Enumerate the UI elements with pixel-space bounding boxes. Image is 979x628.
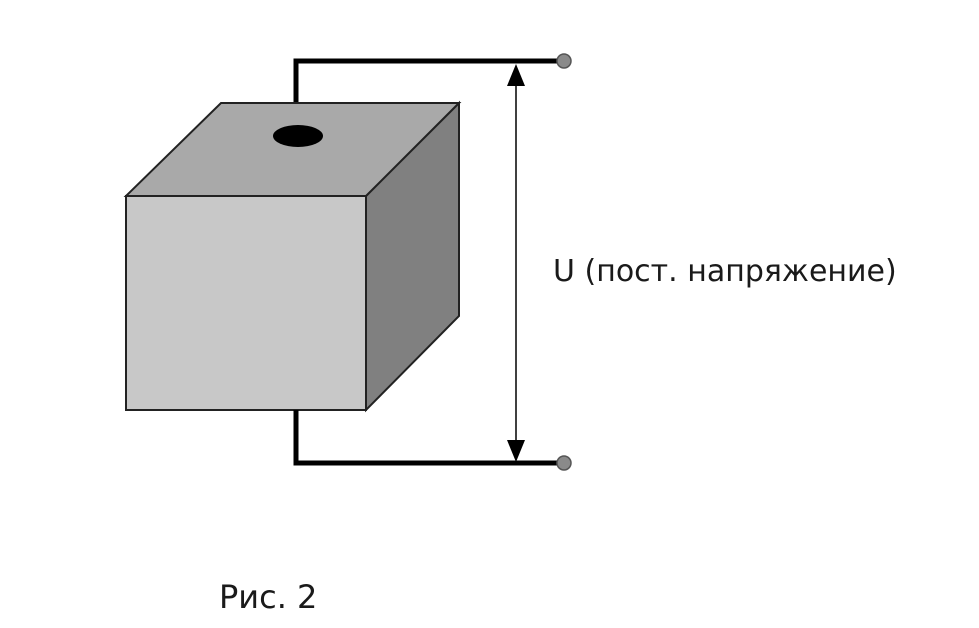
cube-front-face <box>125 195 367 411</box>
bottom-terminal <box>556 455 572 471</box>
top-electrode <box>273 125 323 147</box>
top-terminal <box>556 53 572 69</box>
voltage-label: U (пост. напряжение) <box>553 254 897 289</box>
voltage-arrow-head-down <box>507 440 525 462</box>
bottom-wire <box>293 410 562 466</box>
voltage-arrow-head-up <box>507 64 525 86</box>
figure-caption: Рис. 2 <box>219 578 318 616</box>
